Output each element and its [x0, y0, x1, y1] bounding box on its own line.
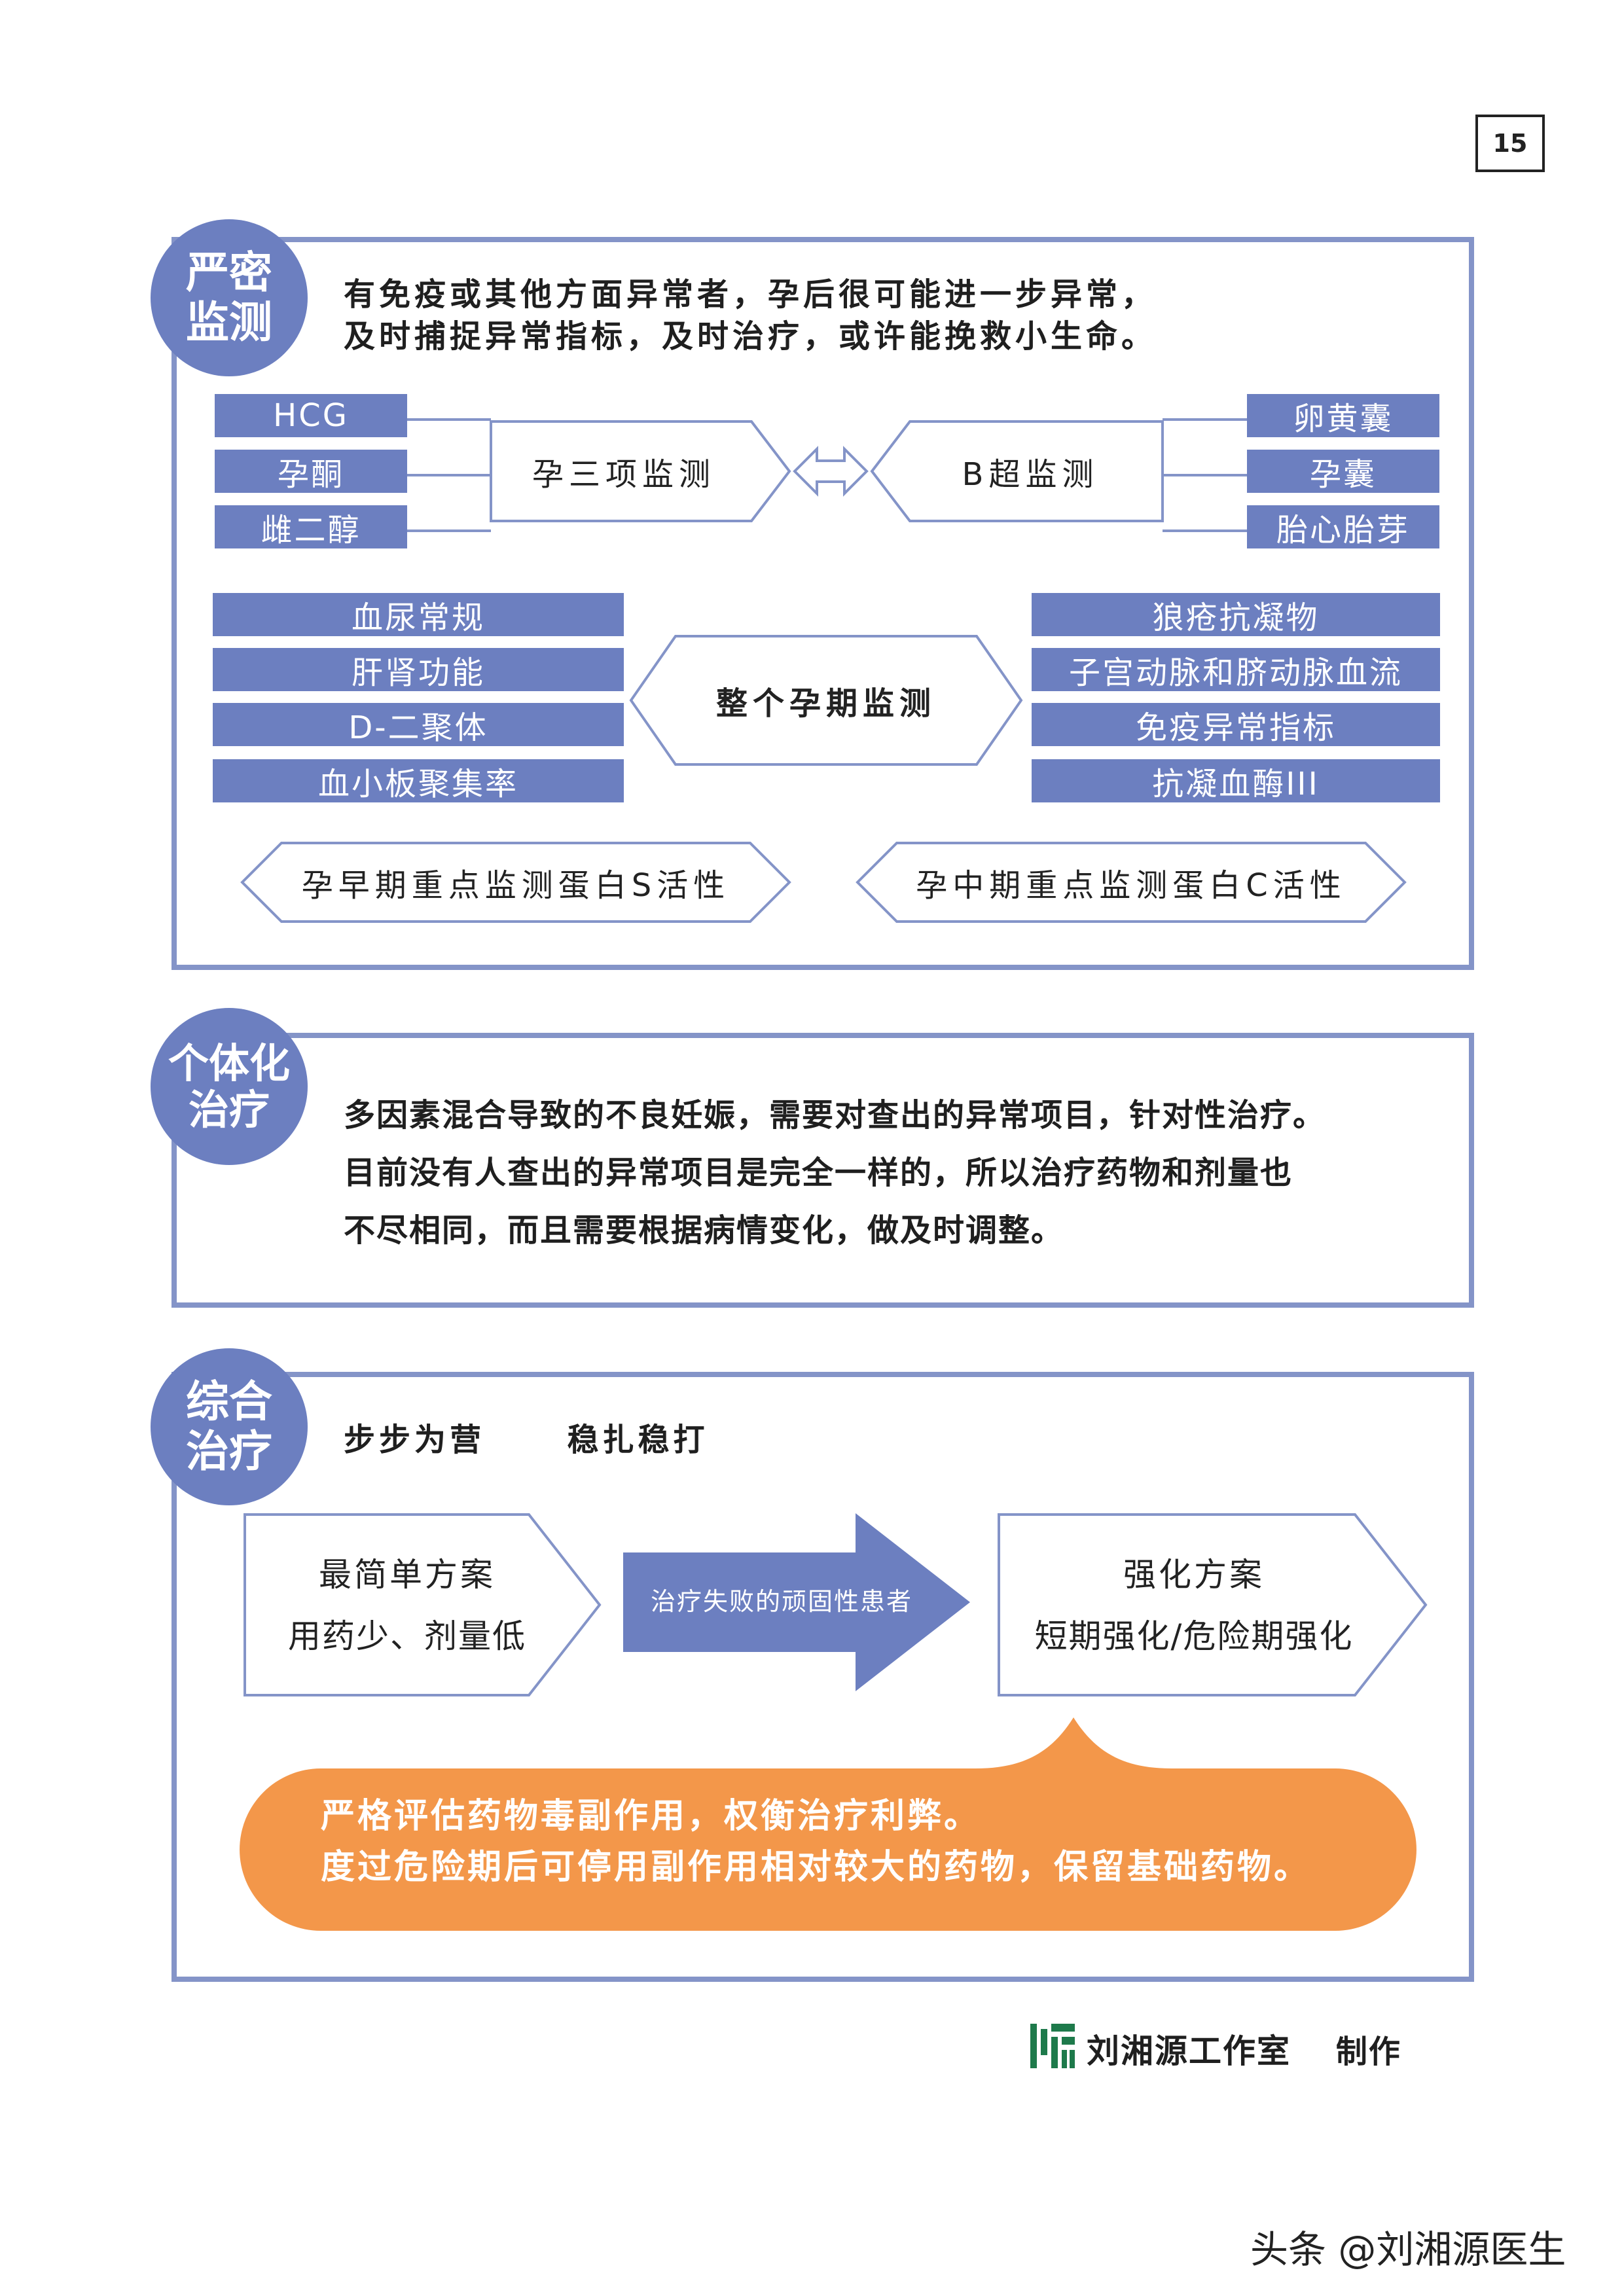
strong-plan-desc: 短期强化/危险期强化	[1034, 1617, 1354, 1655]
right-item-fetal-heart: 胎心胎芽	[1247, 505, 1439, 548]
individual-text: 多因素混合导致的不良妊娠，需要对查出的异常项目，针对性治疗。 目前没有人查出的异…	[344, 1086, 1463, 1259]
watermark: 头条 @刘湘源医生	[1250, 2227, 1566, 2272]
bottom-right-hex: 孕中期重点监测蛋白C活性	[856, 842, 1407, 923]
connector	[1163, 529, 1249, 532]
badge-line-1: 综合	[186, 1376, 272, 1427]
badge-line-2: 监测	[186, 297, 272, 348]
mid-right-item-antithrombin: 抗凝血酶III	[1032, 759, 1440, 802]
individual-line-1: 多因素混合导致的不良妊娠，需要对查出的异常项目，针对性治疗。	[344, 1097, 1326, 1134]
note-line-1: 严格评估药物毒副作用，权衡治疗利弊。	[321, 1797, 981, 1836]
bottom-left-hex-shape	[240, 842, 791, 923]
studio-logo-icon	[1030, 2024, 1075, 2068]
right-item-yolk-sac: 卵黄囊	[1247, 394, 1439, 437]
strong-plan-box: 强化方案 短期强化/危险期强化	[998, 1513, 1428, 1696]
right-hub-shape	[870, 420, 1164, 522]
note-line-2: 度过危险期后可停用副作用相对较大的药物，保留基础药物。	[321, 1848, 1311, 1887]
bottom-right-hex-shape	[856, 842, 1407, 923]
individual-line-3: 不尽相同，而且需要根据病情变化，做及时调整。	[344, 1212, 1064, 1249]
mid-right-item-artery-flow: 子宫动脉和脐动脉血流	[1032, 648, 1440, 691]
simple-plan-box: 最简单方案 用药少、剂量低	[244, 1513, 602, 1696]
mid-right-item-immune: 免疫异常指标	[1032, 703, 1440, 746]
mid-left-item-blood-urine: 血尿常规	[213, 593, 624, 636]
double-arrow-icon	[793, 446, 869, 497]
note-bubble	[240, 1717, 1416, 1931]
individual-panel	[171, 1033, 1474, 1308]
left-item-estradiol: 雌二醇	[215, 505, 407, 548]
right-arrow-icon	[623, 1513, 970, 1691]
bottom-left-hex: 孕早期重点监测蛋白S活性	[240, 842, 791, 923]
left-hub-label: 孕三项监测	[532, 456, 715, 493]
combined-badge: 综合 治疗	[151, 1348, 308, 1505]
slogan-part-1: 步步为营	[344, 1422, 486, 1458]
individual-line-2: 目前没有人查出的异常项目是完全一样的，所以治疗药物和剂量也	[344, 1155, 1293, 1191]
connector	[406, 529, 491, 532]
simple-plan-shape	[244, 1513, 602, 1696]
mid-left-item-liver-kidney: 肝肾功能	[213, 648, 624, 691]
left-hub-shape	[490, 420, 791, 522]
right-item-gestational-sac: 孕囊	[1247, 450, 1439, 493]
mid-hub: 整个孕期监测	[629, 635, 1023, 766]
badge-line-2: 治疗	[186, 1426, 272, 1477]
mid-left-item-platelet: 血小板聚集率	[213, 759, 624, 802]
individual-badge: 个体化 治疗	[151, 1008, 308, 1165]
connector	[406, 474, 491, 476]
page-number: 15	[1475, 115, 1545, 172]
slogan-part-2: 稳扎稳打	[567, 1422, 709, 1458]
connector	[406, 418, 491, 421]
combined-slogan: 步步为营 稳扎稳打	[344, 1419, 708, 1461]
monitoring-badge: 严密 监测	[151, 219, 308, 376]
bottom-right-hex-label: 孕中期重点监测蛋白C活性	[916, 867, 1346, 904]
made-by: 制作	[1335, 2034, 1401, 2070]
badge-line-1: 个体化	[168, 1039, 290, 1087]
strong-plan-title: 强化方案	[1123, 1556, 1265, 1594]
intro-line-2: 及时捕捉异常指标，及时治疗，或许能挽救小生命。	[344, 318, 1157, 355]
intro-line-1: 有免疫或其他方面异常者，孕后很可能进一步异常，	[344, 276, 1157, 313]
simple-plan-desc: 用药少、剂量低	[288, 1617, 526, 1655]
simple-plan-title: 最简单方案	[319, 1556, 496, 1594]
note-text: 严格评估药物毒副作用，权衡治疗利弊。 度过危险期后可停用副作用相对较大的药物，保…	[321, 1791, 1401, 1893]
mid-right-item-lupus: 狼疮抗凝物	[1032, 593, 1440, 636]
badge-line-2: 治疗	[188, 1086, 270, 1134]
mid-hub-shape	[629, 635, 1023, 766]
right-hub: B超监测	[870, 420, 1164, 522]
badge-line-1: 严密	[186, 247, 272, 298]
monitoring-intro: 有免疫或其他方面异常者，孕后很可能进一步异常， 及时捕捉异常指标，及时治疗，或许…	[344, 274, 1456, 357]
right-hub-label: B超监测	[962, 456, 1099, 493]
strong-plan-shape	[998, 1513, 1428, 1696]
studio-credit: 刘湘源工作室 制作	[1087, 2025, 1401, 2072]
failure-arrow: 治疗失败的顽固性患者	[623, 1513, 970, 1691]
left-item-progesterone: 孕酮	[215, 450, 407, 493]
mid-hub-label: 整个孕期监测	[715, 685, 936, 722]
mid-left-item-d-dimer: D-二聚体	[213, 703, 624, 746]
left-item-hcg: HCG	[215, 394, 407, 437]
failure-arrow-label: 治疗失败的顽固性患者	[650, 1587, 912, 1616]
bottom-left-hex-label: 孕早期重点监测蛋白S活性	[301, 867, 731, 904]
left-hub: 孕三项监测	[490, 420, 791, 522]
studio-name: 刘湘源工作室	[1087, 2032, 1291, 2070]
connector	[1163, 418, 1249, 421]
connector	[1163, 474, 1249, 476]
